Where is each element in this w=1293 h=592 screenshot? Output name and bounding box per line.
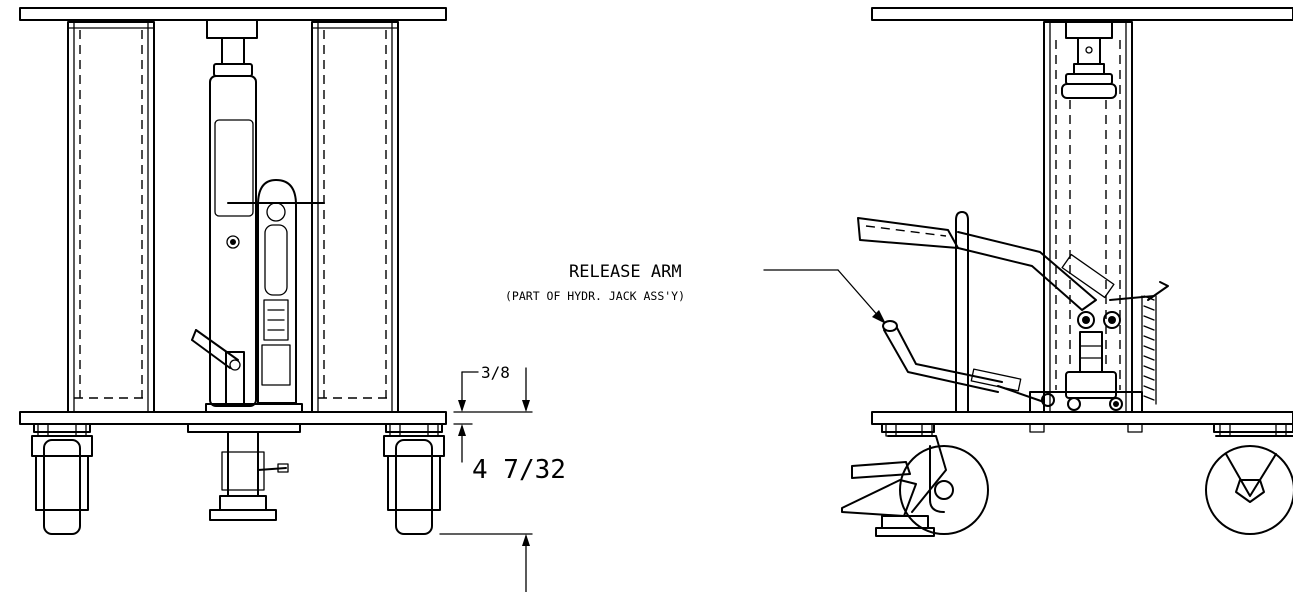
side-release-arm — [882, 320, 1045, 403]
callout-label: RELEASE ARM — [569, 262, 682, 282]
front-view — [19, 7, 447, 535]
side-left-caster — [881, 423, 989, 535]
callout-sublabel: (PART OF HYDR. JACK ASS'Y) — [505, 289, 685, 303]
side-upright-rod — [955, 211, 969, 413]
dim-plate-thickness: 3/8 — [481, 363, 510, 382]
side-base-tabs — [1029, 423, 1143, 433]
front-left-caster — [31, 423, 93, 535]
front-top-plate — [19, 7, 447, 21]
side-return-spring — [1141, 281, 1169, 405]
dimension-lines — [439, 367, 533, 592]
front-base-boss — [187, 423, 301, 433]
front-left-column — [67, 21, 155, 413]
front-top-hub — [206, 19, 258, 39]
side-right-caster — [1205, 423, 1293, 535]
side-base-plate — [871, 411, 1293, 425]
side-column — [1043, 21, 1133, 413]
side-pump-handle — [857, 217, 1155, 329]
callout-leader — [763, 269, 886, 324]
dim-base-height: 4 7/32 — [472, 455, 566, 485]
side-jack-head — [1061, 37, 1117, 99]
side-top-plate — [871, 7, 1293, 21]
front-right-column — [311, 21, 399, 413]
front-right-caster — [383, 423, 445, 535]
side-pump-block — [1029, 331, 1143, 413]
side-brake-pedal — [841, 461, 935, 537]
side-view — [841, 7, 1293, 537]
front-floor-lock — [209, 431, 289, 521]
front-hydraulic-jack — [191, 37, 325, 413]
front-base-plate — [19, 411, 447, 425]
